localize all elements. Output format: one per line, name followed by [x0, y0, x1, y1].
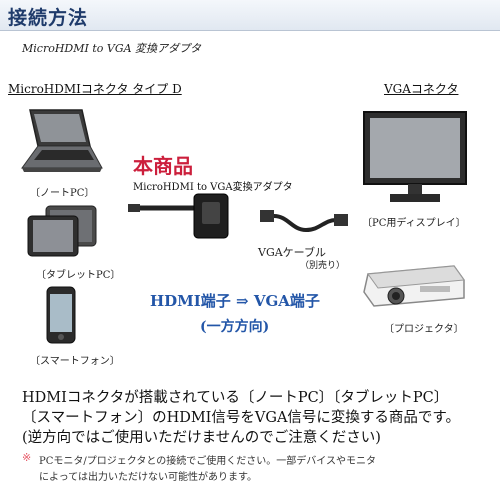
page-title: 接続方法	[8, 7, 89, 29]
left-connector-label: MicroHDMIコネクタ タイプ D	[8, 82, 182, 96]
page-subtitle: MicroHDMI to VGA 変換アダプタ	[22, 42, 202, 55]
description-line-2: 〔スマートフォン〕のHDMI信号をVGA信号に変換する商品です。	[22, 410, 460, 426]
header-bar	[0, 0, 500, 31]
laptop-icon	[21, 109, 103, 172]
flow-direction-note: (一方方向)	[200, 319, 270, 335]
product-title: 本商品	[133, 154, 193, 178]
tablet-icon	[27, 205, 97, 257]
flow-direction: HDMI端子 ⇒ VGA端子	[150, 292, 320, 310]
product-subtitle: MicroHDMI to VGA変換アダプタ	[133, 182, 293, 193]
adapter-icon	[128, 193, 229, 239]
vga-cable-icon	[260, 210, 348, 233]
monitor-caption: 〔PC用ディスプレイ〕	[362, 218, 466, 229]
smartphone-icon	[46, 286, 76, 344]
monitor-icon	[363, 111, 467, 202]
cable-note: （別売り）	[300, 261, 346, 271]
projector-caption: 〔プロジェクタ〕	[384, 324, 464, 335]
right-connector-label: VGAコネクタ	[384, 82, 459, 96]
note-line-2: によっては出力いただけない可能性があります。	[39, 472, 257, 483]
description-line-3: (逆方向ではご使用いただけませんのでご注意ください)	[22, 430, 381, 446]
description-line-1: HDMIコネクタが搭載されている〔ノートPC〕〔タブレットPC〕	[22, 390, 449, 406]
note-mark: ※	[22, 451, 32, 464]
note-line-1: PCモニタ/プロジェクタとの接続でご使用ください。一部デバイスやモニタ	[39, 456, 376, 467]
laptop-caption: 〔ノートPC〕	[30, 188, 95, 199]
projector-icon	[363, 265, 465, 307]
smartphone-caption: 〔スマートフォン〕	[30, 356, 120, 367]
tablet-caption: 〔タブレットPC〕	[36, 270, 121, 281]
cable-label: VGAケーブル	[258, 246, 327, 259]
